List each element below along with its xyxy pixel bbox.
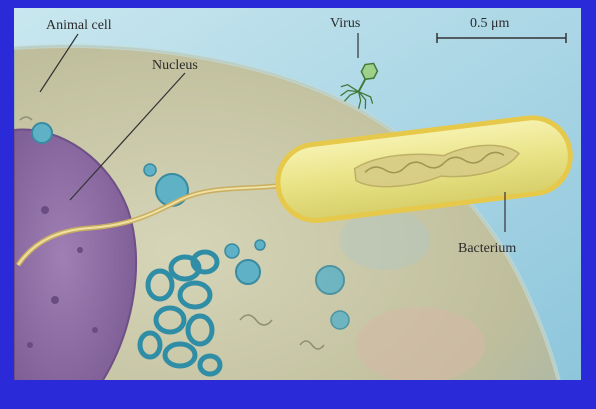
label-virus: Virus — [330, 16, 360, 31]
nucleus-pore — [27, 342, 33, 348]
vesicle — [32, 123, 52, 143]
vesicle — [236, 260, 260, 284]
label-nucleus: Nucleus — [152, 58, 198, 73]
label-animal-cell: Animal cell — [46, 18, 112, 33]
organelle — [340, 210, 430, 270]
vesicle — [255, 240, 265, 250]
label-bacterium: Bacterium — [458, 241, 516, 256]
vesicle — [144, 164, 156, 176]
nucleus-pore — [77, 247, 83, 253]
vesicle — [225, 244, 239, 258]
nucleus-pore — [51, 296, 59, 304]
vesicle — [331, 311, 349, 329]
scale-bar-label: 0.5 μm — [470, 16, 510, 31]
vesicle — [316, 266, 344, 294]
nucleus-pore — [41, 206, 49, 214]
nucleus-pore — [92, 327, 98, 333]
organelle — [355, 307, 485, 383]
